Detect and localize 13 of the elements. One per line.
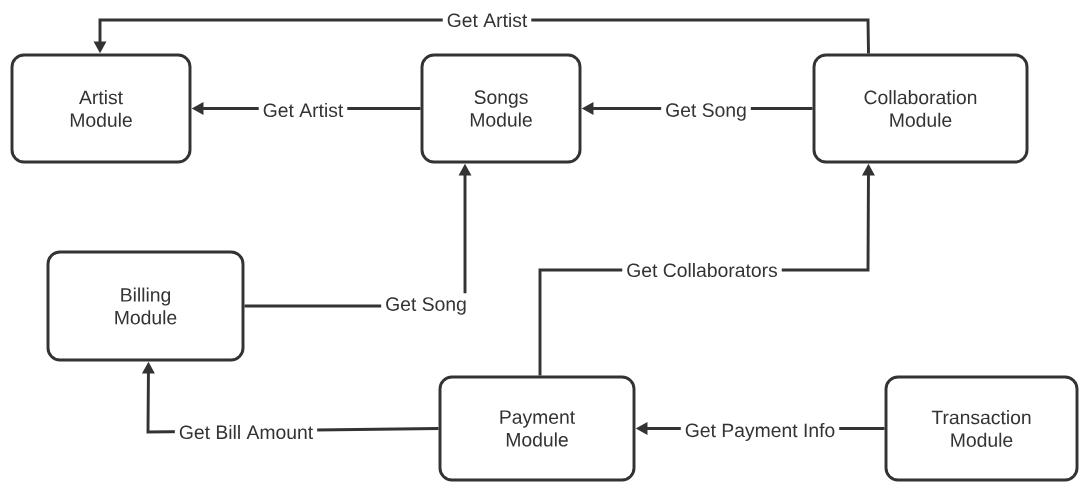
- edge-label: Get Bill Amount: [174, 420, 318, 444]
- edge-label: Get Collaborators: [622, 258, 782, 282]
- module-box: Artist Module: [10, 53, 192, 164]
- edge-label: Get Payment Info: [680, 419, 840, 445]
- module-box: Payment Module: [438, 375, 636, 482]
- edge-label: Get Song: [661, 99, 751, 125]
- edge-label: Get Artist: [258, 98, 348, 122]
- edge-label: Get Song: [381, 293, 471, 319]
- edge-label: Get Artist: [442, 8, 532, 32]
- module-box: Songs Module: [420, 53, 582, 164]
- module-box: Billing Module: [46, 250, 245, 362]
- module-box: Transaction Module: [884, 375, 1079, 482]
- module-box: Collaboration Module: [812, 53, 1029, 164]
